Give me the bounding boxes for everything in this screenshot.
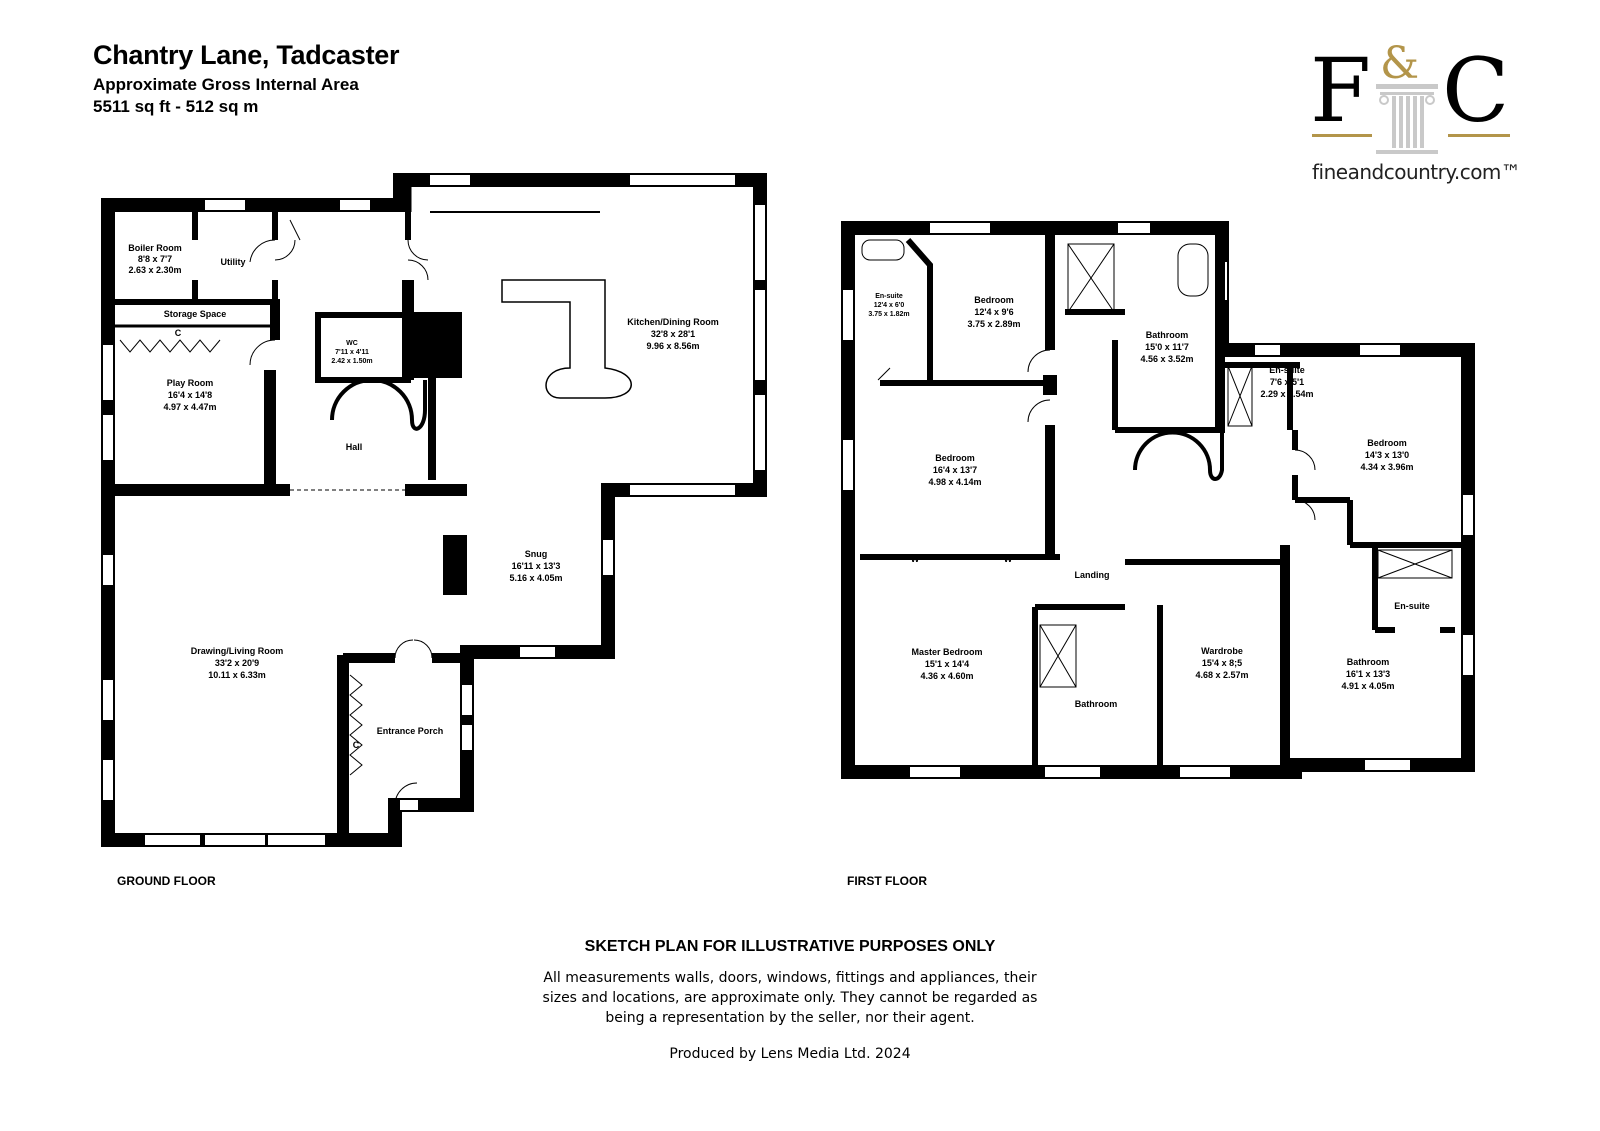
room-name-bathroom-1: Bathroom [1146,330,1189,340]
ground-floor-windows [103,175,765,845]
cupboard-mark: C [175,328,182,338]
kitchen-island [501,279,632,399]
room-name-bedroom-2: Bedroom [935,453,975,463]
room-name-boiler-room: Boiler Room [128,243,182,253]
room-name-wc: WC [346,340,358,347]
porch-bifold [349,674,363,776]
fine-and-country-logo: F C & [1310,38,1510,154]
room-name-porch: Entrance Porch [377,726,444,736]
wardrobe-mark: W [1004,554,1013,564]
room-name-landing: Landing [1075,570,1110,580]
room-imperial-boiler-room: 8'8 x 7'7 [138,254,172,264]
room-metric-kitchen: 9.96 x 8.56m [646,341,699,351]
svg-text:F: F [1310,39,1371,142]
room-imperial-bathroom-1: 15'0 x 11'7 [1145,342,1189,352]
property-title: Chantry Lane, Tadcaster [93,40,400,70]
room-metric-bedroom-3: 4.34 x 3.96m [1360,462,1413,472]
room-imperial-ensuite-2: 7'6 x 5'1 [1270,377,1304,387]
room-name-hall: Hall [346,442,363,452]
room-name-ensuite-3: En-suite [1394,601,1430,611]
room-metric-bathroom-3: 4.91 x 4.05m [1341,681,1394,691]
gross-area: 5511 sq ft - 512 sq m [93,97,259,116]
room-name-kitchen: Kitchen/Dining Room [627,317,719,327]
first-floor-labels: En-suite 12'4 x 6'0 3.75 x 1.82m Bedroom… [868,293,1429,709]
room-metric-wardrobe: 4.68 x 2.57m [1195,670,1248,680]
disclaimer-line: being a representation by the seller, no… [605,1010,975,1026]
room-metric-play-room: 4.97 x 4.47m [163,402,216,412]
bifold-doors [119,339,221,353]
room-name-bathroom-3: Bathroom [1347,657,1390,667]
ground-floor-labels: Boiler Room 8'8 x 7'7 2.63 x 2.30m Utili… [128,243,719,750]
cupboard-mark: C [353,740,360,750]
room-name-wardrobe: Wardrobe [1201,646,1243,656]
ground-floor-spiral-stair [330,378,427,431]
room-imperial-drawing-room: 33'2 x 20'9 [215,658,259,668]
website-label: fineandcountry.com™ [1312,160,1521,184]
first-floor-interior-walls [860,228,1468,772]
room-imperial-ensuite-1: 12'4 x 6'0 [874,302,905,309]
room-metric-ensuite-1: 3.75 x 1.82m [868,311,909,318]
room-metric-bathroom-1: 4.56 x 3.52m [1140,354,1193,364]
first-floor-plan [841,221,1475,779]
ground-floor-interior-walls [108,180,600,840]
room-name-drawing-room: Drawing/Living Room [191,646,284,656]
svg-text:C: C [1442,39,1509,142]
room-name-master-bedroom: Master Bedroom [911,647,982,657]
room-name-storage-space: Storage Space [164,309,227,319]
first-floor-door-swings [877,349,1316,521]
room-name-ensuite-2: En-suite [1269,365,1305,375]
room-metric-boiler-room: 2.63 x 2.30m [128,265,181,275]
door-swings [249,219,433,806]
produced-by: Produced by Lens Media Ltd. 2024 [669,1046,911,1062]
room-name-bedroom-1: Bedroom [974,295,1014,305]
room-imperial-bedroom-3: 14'3 x 13'0 [1365,450,1409,460]
room-imperial-bathroom-3: 16'1 x 13'3 [1346,669,1390,679]
ground-floor-label: GROUND FLOOR [117,874,216,888]
room-imperial-bedroom-1: 12'4 x 9'6 [974,307,1013,317]
room-metric-bedroom-1: 3.75 x 2.89m [967,319,1020,329]
first-floor-label: FIRST FLOOR [847,874,927,888]
room-name-play-room: Play Room [167,378,214,388]
room-imperial-play-room: 16'4 x 14'8 [168,390,212,400]
room-name-snug: Snug [525,549,548,559]
disclaimer-line: All measurements walls, doors, windows, … [543,970,1037,986]
room-imperial-kitchen: 32'8 x 28'1 [651,329,695,339]
room-name-utility: Utility [220,257,245,267]
disclaimer-body: All measurements walls, doors, windows, … [0,968,1580,1028]
room-imperial-wardrobe: 15'4 x 8;5 [1202,658,1242,668]
room-metric-bedroom-2: 4.98 x 4.14m [928,477,981,487]
room-name-ensuite-1: En-suite [875,293,903,300]
room-metric-snug: 5.16 x 4.05m [509,573,562,583]
disclaimer-heading: SKETCH PLAN FOR ILLUSTRATIVE PURPOSES ON… [584,938,996,955]
room-metric-master-bedroom: 4.36 x 4.60m [920,671,973,681]
ground-floor-plan [101,173,767,847]
room-imperial-wc: 7'11 x 4'11 [335,349,369,356]
room-imperial-snug: 16'11 x 13'3 [512,561,561,571]
area-subtitle: Approximate Gross Internal Area [93,75,359,94]
wardrobe-mark: W [911,554,920,564]
room-name-bedroom-3: Bedroom [1367,438,1407,448]
room-metric-drawing-room: 10.11 x 6.33m [208,670,266,680]
room-name-bathroom-2: Bathroom [1075,699,1118,709]
svg-text:&: & [1380,38,1419,89]
first-floor-showers [861,239,1453,688]
room-metric-wc: 2.42 x 1.50m [331,358,372,365]
disclaimer-line: sizes and locations, are approximate onl… [542,990,1038,1006]
room-imperial-bedroom-2: 16'4 x 13'7 [933,465,977,475]
ground-floor-outer-walls [101,173,767,847]
room-metric-ensuite-2: 2.29 x 1.54m [1260,389,1313,399]
header: Chantry Lane, Tadcaster Approximate Gros… [93,40,400,117]
room-imperial-master-bedroom: 15'1 x 14'4 [925,659,969,669]
